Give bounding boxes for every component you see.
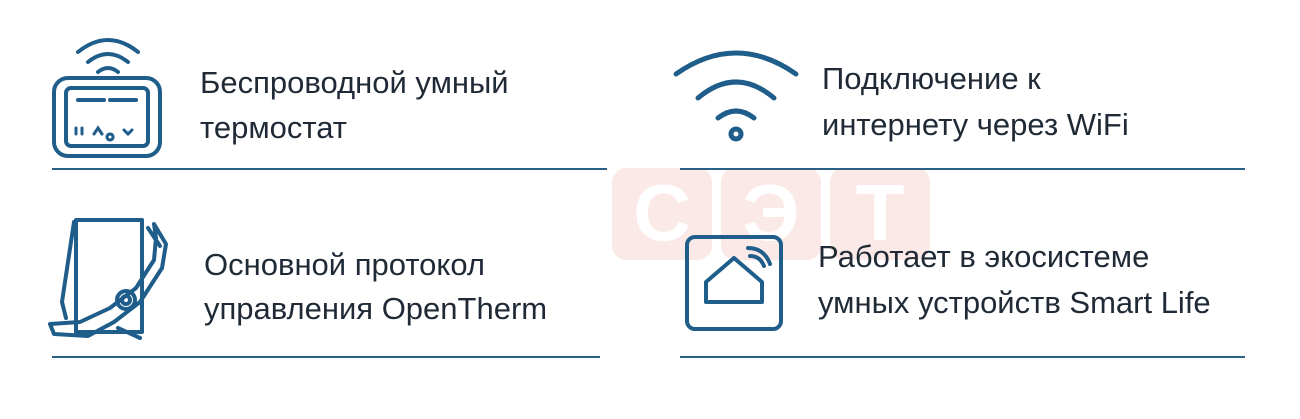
svg-text:С: С (633, 168, 691, 257)
feature-label-line2: термостат (200, 110, 347, 145)
smart-home-icon (685, 235, 783, 331)
feature-label-line2: умных устройств Smart Life (818, 285, 1211, 320)
feature-label-line2: интернету через WiFi (822, 107, 1129, 142)
watermark-logo: С Э Т (612, 168, 930, 260)
svg-text:Т: Т (856, 168, 905, 257)
feature-label-line1: Беспроводной умный (200, 65, 509, 100)
svg-text:Э: Э (743, 168, 800, 257)
divider (52, 356, 600, 358)
feature-label-line1: Подключение к (822, 61, 1041, 96)
divider (680, 168, 1245, 170)
divider (52, 168, 607, 170)
feature-label-line1: Основной протокол (204, 247, 485, 282)
feature-label-line1: Работает в экосистеме (818, 239, 1150, 274)
divider (680, 356, 1245, 358)
wifi-icon (673, 50, 799, 142)
opentherm-protocol-icon (48, 218, 168, 340)
feature-label-line2: управления OpenTherm (204, 291, 548, 326)
thermostat-wifi-icon (52, 38, 162, 158)
